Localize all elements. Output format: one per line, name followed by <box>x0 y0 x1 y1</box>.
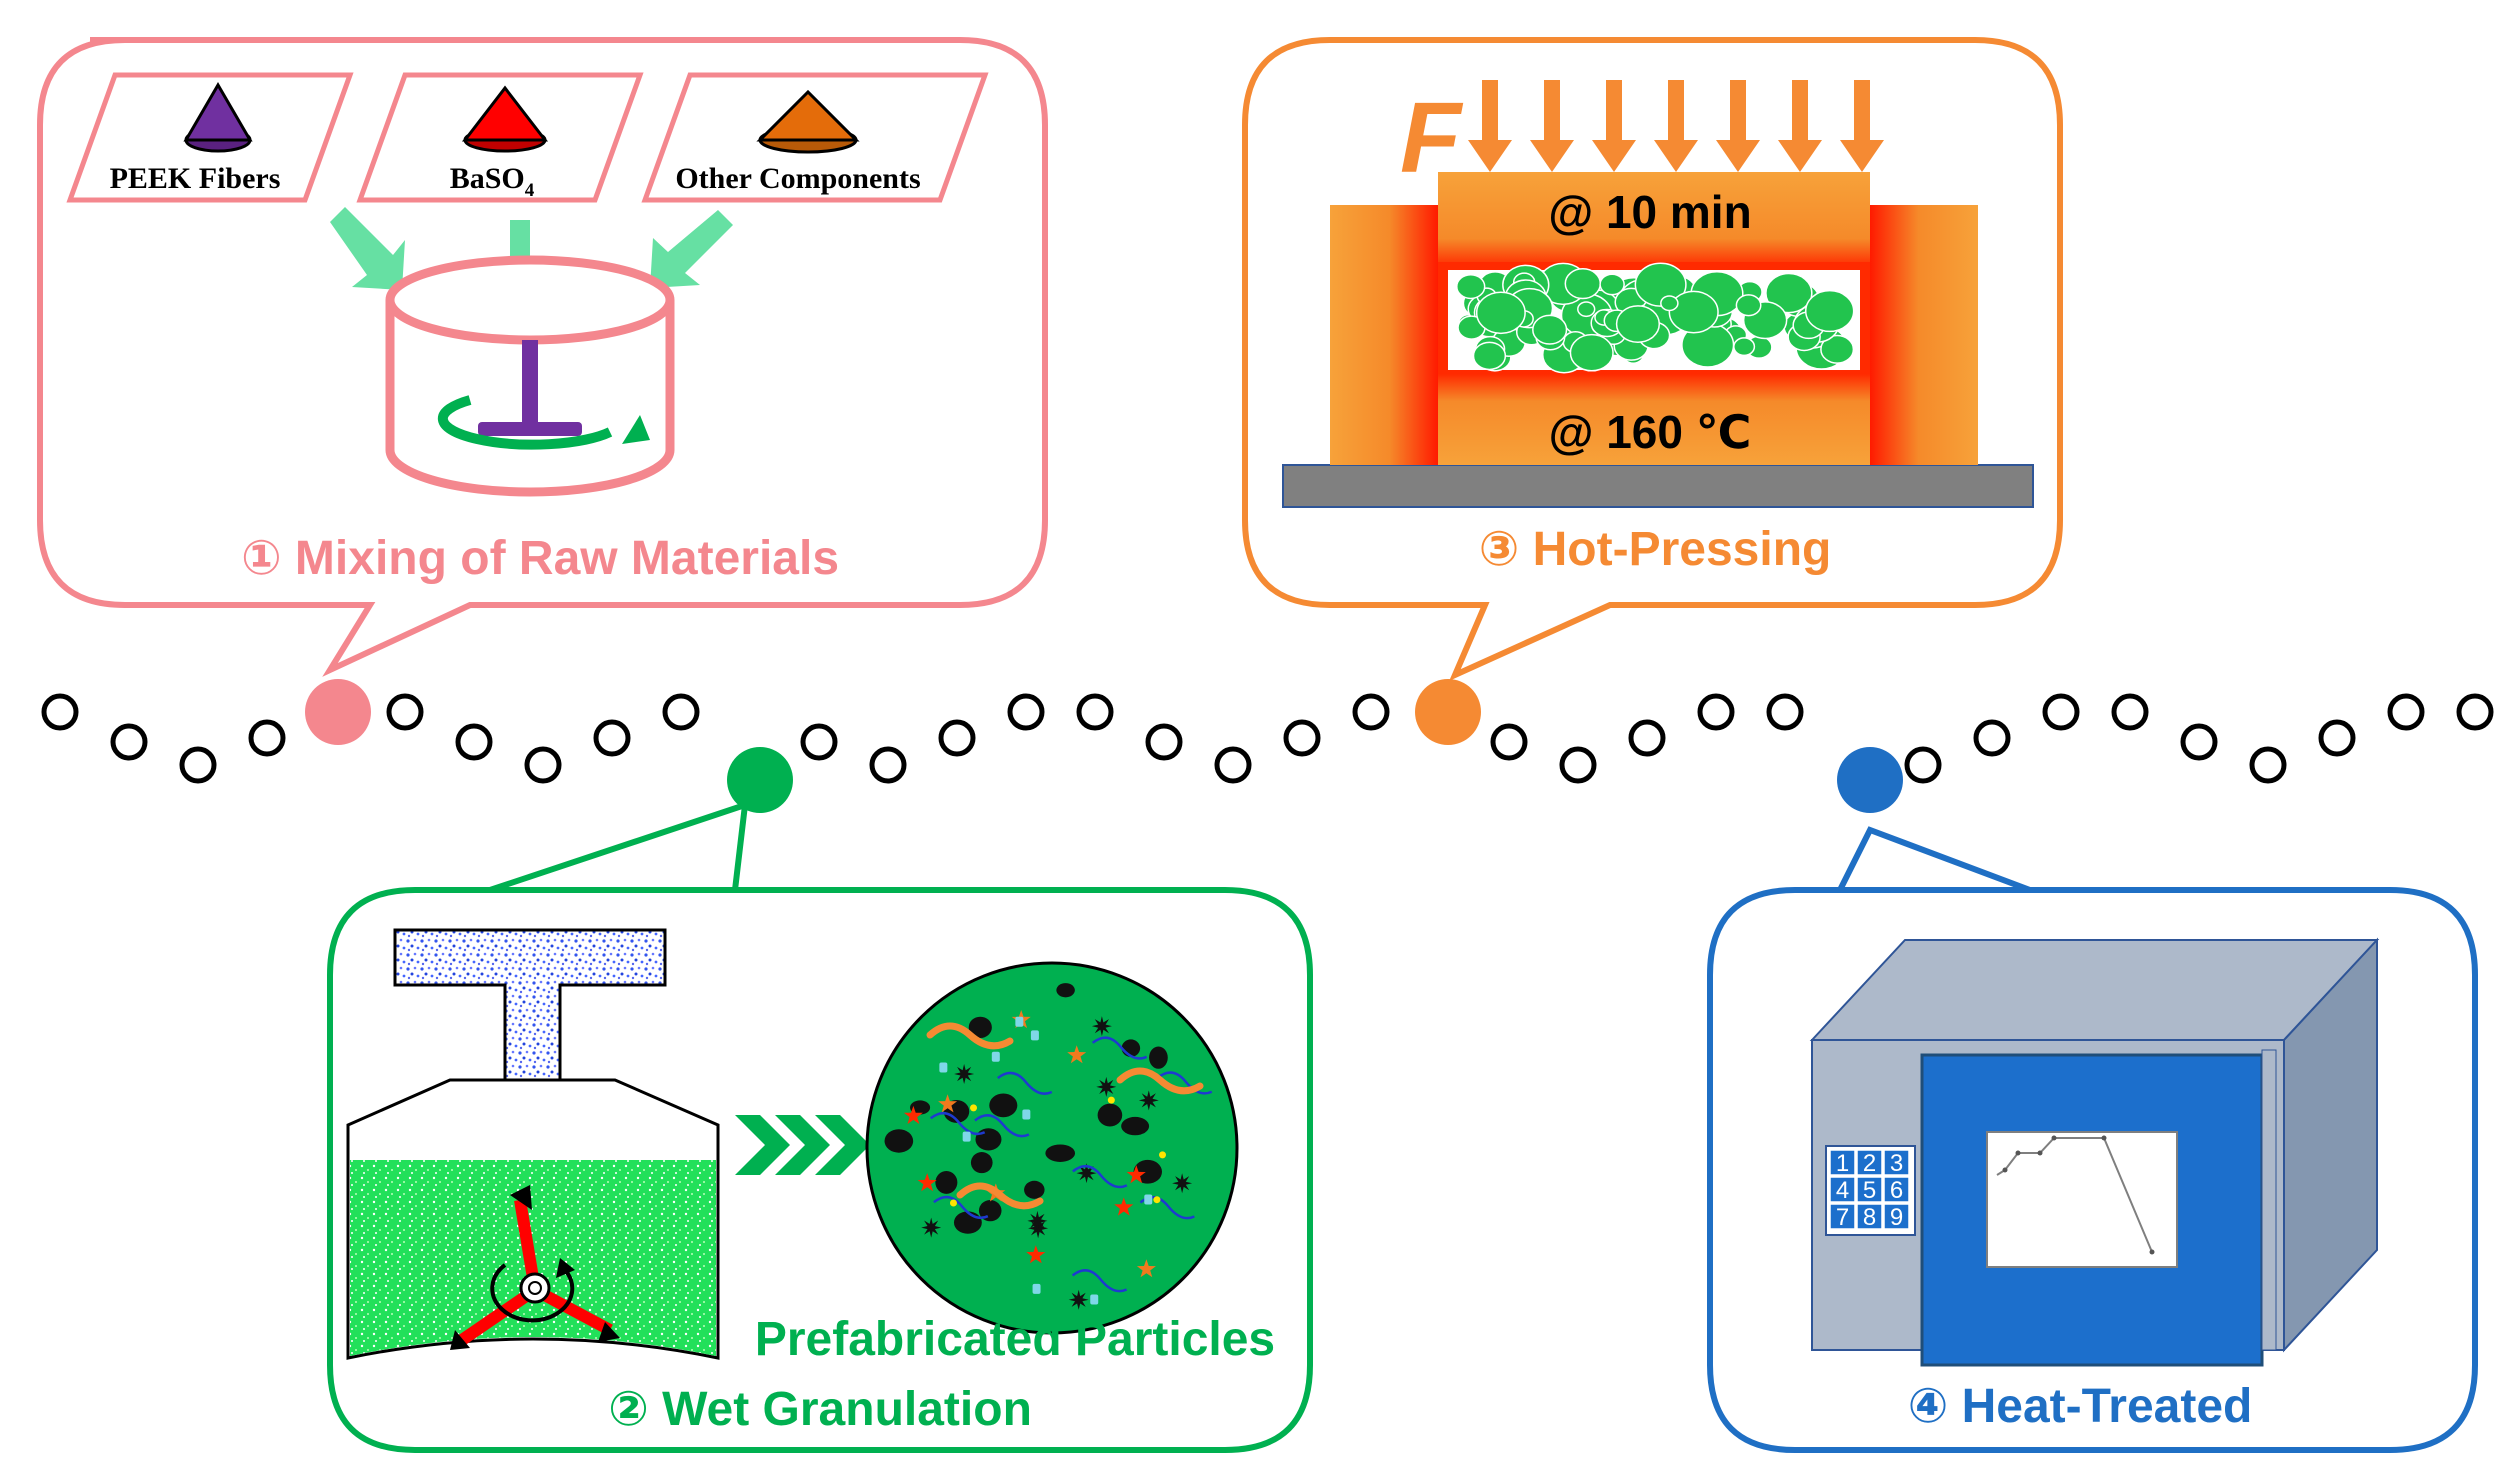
timeline-bead <box>2111 693 2149 731</box>
step2-title: ② Wet Granulation <box>608 1383 1032 1436</box>
step1-node <box>305 679 371 745</box>
keypad-key-label: 4 <box>1836 1177 1849 1204</box>
keypad-key <box>1856 1149 1883 1176</box>
timeline-bead <box>1214 746 1252 784</box>
press-wall-right <box>1870 205 1978 465</box>
timeline-bead <box>2042 693 2080 731</box>
timeline-bead <box>1352 693 1390 731</box>
force-arrow-icon <box>1840 80 1884 172</box>
pressed-granules <box>1456 262 1855 374</box>
baso4-label: BaSO4 <box>450 162 535 201</box>
force-arrow-icon <box>1654 80 1698 172</box>
timeline-bead <box>1283 719 1321 757</box>
step3-title: ③ Hot-Pressing <box>1479 523 1832 576</box>
force-arrow-icon <box>1778 80 1822 172</box>
oven-handle-bar <box>2261 1049 2277 1351</box>
other-cone-icon <box>756 89 860 154</box>
timeline-bead <box>1973 719 2011 757</box>
timeline-bead <box>179 746 217 784</box>
keypad-key <box>1883 1176 1910 1203</box>
timeline-bead <box>1490 723 1528 761</box>
timeline-bead <box>1559 746 1597 784</box>
temperature-profile-points <box>2002 1135 2155 1255</box>
keypad-key <box>1883 1149 1910 1176</box>
chevron-arrow-icon <box>735 1115 870 1175</box>
oven-top <box>1809 939 2380 1041</box>
timeline-bead <box>110 723 148 761</box>
mixer-icon <box>385 255 675 497</box>
oven-window <box>1986 1131 2178 1268</box>
force-arrow-icon <box>1468 80 1512 172</box>
timeline-bead <box>1697 693 1735 731</box>
keypad-key-label: 2 <box>1863 1150 1876 1177</box>
timeline-bead <box>593 719 631 757</box>
timeline-bead <box>800 723 838 761</box>
step2-node <box>727 747 793 813</box>
timeline-bead <box>1628 719 1666 757</box>
step3-node <box>1415 679 1481 745</box>
keypad-key <box>1856 1176 1883 1203</box>
timeline-bead <box>1766 693 1804 731</box>
keypad-key-label: 5 <box>1863 1177 1876 1204</box>
peek-cone-icon <box>183 82 253 153</box>
keypad-key <box>1829 1149 1856 1176</box>
timeline-bead <box>2456 693 2494 731</box>
timeline-bead <box>869 746 907 784</box>
press-wall-left <box>1330 205 1438 465</box>
step2-callout: Prefabricated Particles ② Wet Granulatio… <box>327 800 1313 1453</box>
press-top-plate <box>1438 172 1870 267</box>
press-time-label: @ 10 min <box>1548 186 1751 238</box>
keypad-key-label: 8 <box>1863 1204 1876 1231</box>
timeline-bead <box>41 693 79 731</box>
timeline-bead <box>1076 693 1114 731</box>
keypad-key <box>1829 1176 1856 1203</box>
timeline-bead <box>938 719 976 757</box>
granulator-impeller-icon <box>450 1185 620 1350</box>
step1-callout: PEEK Fibers BaSO4 Other Components ① Mix… <box>37 37 1048 677</box>
timeline-bead <box>1007 693 1045 731</box>
step3-callout: F @ 10 min @ 160 ℃ ③ Hot-Pressing <box>1242 37 2063 681</box>
timeline-bead <box>2249 746 2287 784</box>
step4-node <box>1837 747 1903 813</box>
keypad-key <box>1829 1203 1856 1230</box>
timeline-bead <box>2180 723 2218 761</box>
timeline-bead <box>455 723 493 761</box>
force-arrow-icon <box>1592 80 1636 172</box>
press-base <box>1282 464 2034 508</box>
prefabricated-particles-label: Prefabricated Particles <box>755 1313 1275 1366</box>
timeline-bead <box>524 746 562 784</box>
keypad-key-label: 3 <box>1890 1150 1903 1177</box>
step1-title: ① Mixing of Raw Materials <box>241 532 839 585</box>
force-arrow-icon <box>1716 80 1760 172</box>
keypad-key-label: 6 <box>1890 1177 1903 1204</box>
particle-contents <box>884 983 1213 1310</box>
keypad-key-label: 1 <box>1836 1150 1849 1177</box>
other-components-label: Other Components <box>675 162 920 195</box>
keypad-key <box>1856 1203 1883 1230</box>
keypad-key-label: 9 <box>1890 1204 1903 1231</box>
timeline-bead <box>662 693 700 731</box>
force-arrow-icon <box>1530 80 1574 172</box>
press-temp-label: @ 160 ℃ <box>1549 406 1752 458</box>
keypad-key-label: 7 <box>1836 1204 1849 1231</box>
timeline-bead <box>1904 746 1942 784</box>
timeline-bead <box>1145 723 1183 761</box>
timeline-bead <box>2318 719 2356 757</box>
timeline-bead <box>2387 693 2425 731</box>
timeline-bead <box>386 693 424 731</box>
baso4-cone-icon <box>461 85 549 153</box>
step4-title: ④ Heat-Treated <box>1908 1380 2253 1433</box>
timeline-bead <box>248 719 286 757</box>
press-bottom-plate <box>1438 374 1870 465</box>
force-arrows <box>1468 80 1884 172</box>
force-label: F <box>1400 82 1464 194</box>
timeline-chain <box>41 693 2494 784</box>
keypad-key <box>1883 1203 1910 1230</box>
peek-fibers-label: PEEK Fibers <box>110 162 281 195</box>
